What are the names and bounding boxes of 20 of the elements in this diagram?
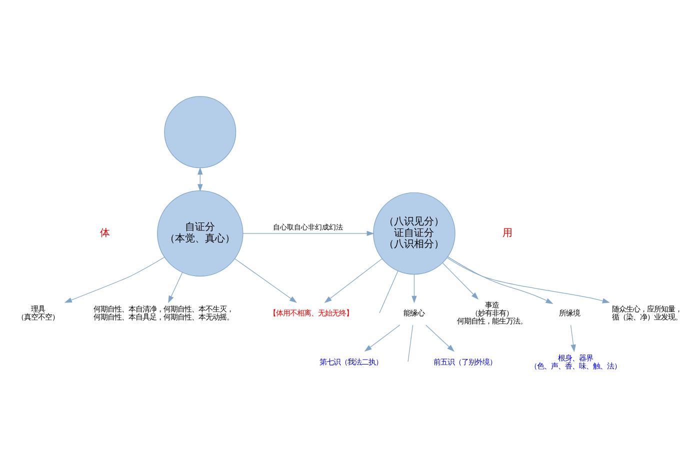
arrow [234,258,297,303]
arrow [242,230,374,236]
arrow [168,272,183,304]
connector [379,270,398,314]
connector [408,324,414,362]
node-circle [164,96,236,168]
arrow [364,324,400,352]
label: 用 [502,228,512,239]
arrow [64,256,165,303]
label: 体 [100,228,110,239]
node-circle: 自证分 （本觉、真心） [157,190,244,277]
node-circle: （八识见分） 证自证分 （八识相分） [373,192,456,275]
arrow [570,324,576,352]
arrow [425,324,454,352]
arrow [198,167,203,192]
arrow [446,258,610,304]
arrow [448,256,554,304]
arrow [412,274,417,304]
arrow [442,262,479,300]
arrow [324,258,382,303]
